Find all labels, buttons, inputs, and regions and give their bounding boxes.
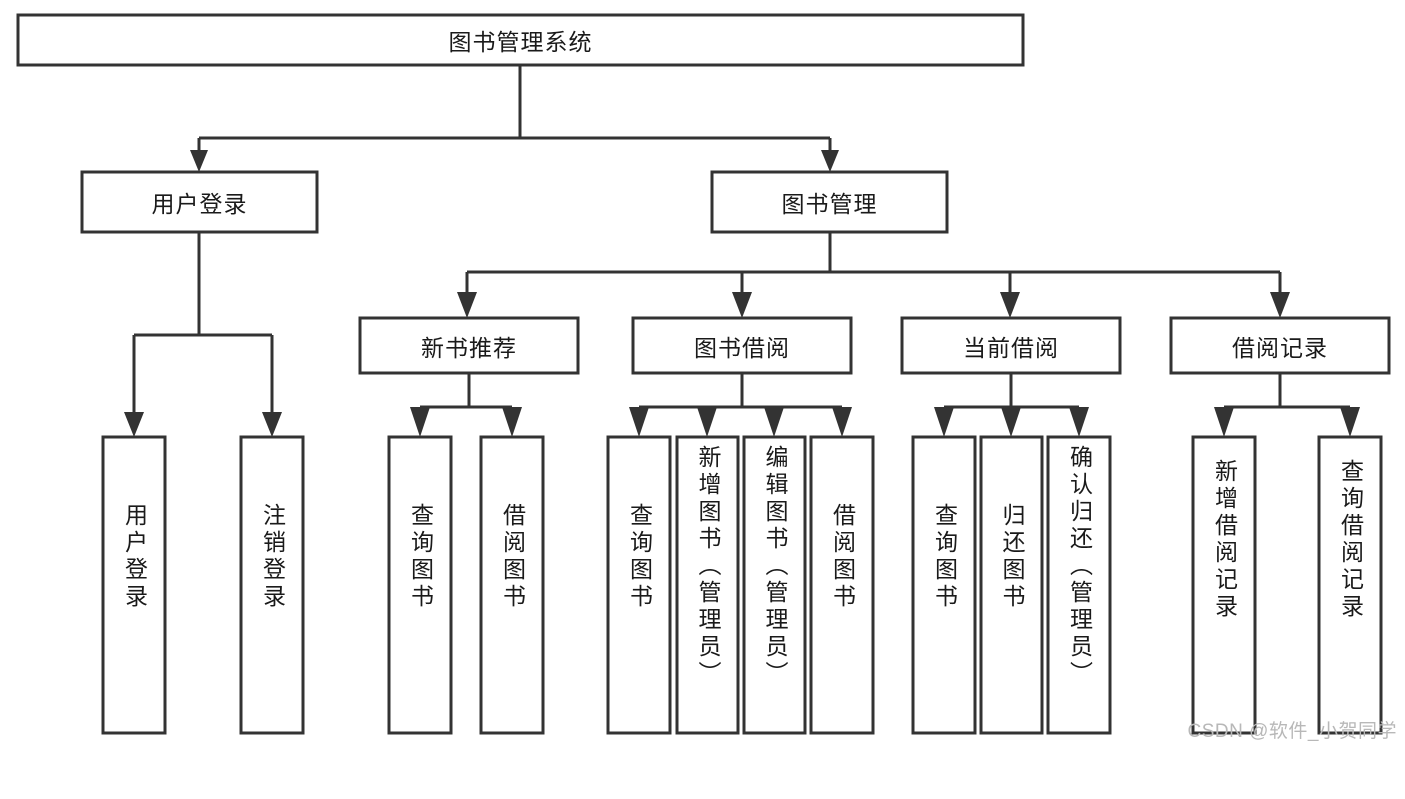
node-current-borrow[interactable]	[900, 316, 1122, 375]
arrow-head-leaf-edit-book	[764, 407, 784, 437]
arrow-head-book-manage	[821, 150, 839, 172]
arrow-head-user-login	[190, 150, 208, 172]
arrow-head-leaf-return-book	[1001, 407, 1021, 437]
node-leaf-borrow-book-1[interactable]	[479, 435, 545, 735]
node-borrow-record[interactable]	[1169, 316, 1391, 375]
arrow-head-new-book-rec	[457, 292, 477, 318]
node-book-manage[interactable]	[710, 170, 949, 234]
arrow-head-leaf-query-book-1	[410, 407, 430, 437]
flowchart-canvas: 图书管理系统 用户登录 图书管理 新书推荐 图书借阅 当前借阅 借阅记录 用户登…	[16, 13, 1397, 742]
node-leaf-add-book[interactable]	[675, 435, 740, 735]
arrow-head-borrow-record	[1270, 292, 1290, 318]
arrow-head-leaf-borrow-book-2	[832, 407, 852, 437]
node-leaf-user-login[interactable]	[101, 435, 167, 735]
node-book-borrow[interactable]	[631, 316, 853, 375]
arrow-head-leaf-add-book	[697, 407, 717, 437]
node-leaf-return-book[interactable]	[979, 435, 1044, 735]
node-new-book-rec[interactable]	[358, 316, 580, 375]
node-leaf-query-book-1[interactable]	[387, 435, 453, 735]
node-root[interactable]	[16, 13, 1025, 67]
node-leaf-confirm-return[interactable]	[1046, 435, 1112, 735]
node-leaf-logout[interactable]	[239, 435, 305, 735]
node-leaf-borrow-book-2[interactable]	[809, 435, 875, 735]
arrow-head-leaf-query-book-3	[934, 407, 954, 437]
node-leaf-add-record[interactable]	[1191, 435, 1257, 735]
arrow-head-leaf-add-record	[1214, 407, 1234, 437]
flowchart-svg	[16, 13, 1391, 735]
node-leaf-query-record[interactable]	[1317, 435, 1383, 735]
arrow-head-leaf-user-login	[124, 412, 144, 437]
node-user-login[interactable]	[80, 170, 319, 234]
node-leaf-query-book-2[interactable]	[606, 435, 672, 735]
arrow-head-leaf-confirm-return	[1069, 407, 1089, 437]
arrow-head-leaf-query-book-2	[629, 407, 649, 437]
arrow-head-leaf-borrow-book-1	[502, 407, 522, 437]
arrow-head-book-borrow	[732, 292, 752, 318]
node-leaf-edit-book[interactable]	[742, 435, 807, 735]
node-leaf-query-book-3[interactable]	[911, 435, 977, 735]
arrow-head-current-borrow	[1000, 292, 1020, 318]
arrow-head-leaf-query-record	[1340, 407, 1360, 437]
arrow-head-leaf-logout	[262, 412, 282, 437]
